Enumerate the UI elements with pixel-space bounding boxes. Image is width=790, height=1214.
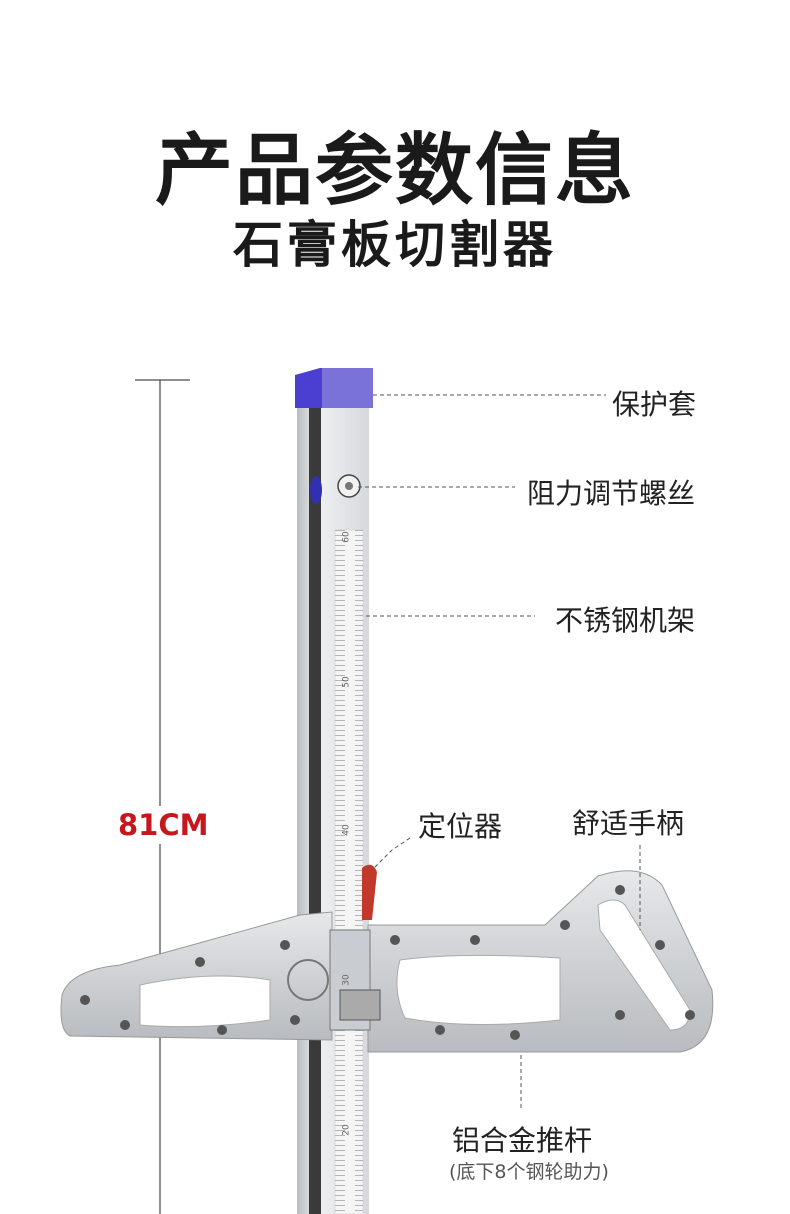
page-title: 产品参数信息 — [154, 126, 635, 216]
product-name: 石膏板切割器 — [233, 216, 557, 274]
dimension-line — [135, 379, 190, 1214]
locator-lever-icon — [362, 864, 377, 920]
height-dimension: 81CM — [118, 806, 209, 844]
ruler-mark: 40 — [341, 824, 352, 836]
ruler-mark: 30 — [341, 974, 352, 986]
callout-push-rod: 铝合金推杆 — [452, 1124, 593, 1157]
callout-screw: 阻力调节螺丝 — [527, 477, 696, 510]
callout-push-rod-note: (底下8个钢轮助力) — [449, 1161, 609, 1183]
aluminum-push-handle[interactable] — [60, 870, 714, 1053]
protective-cap — [295, 368, 373, 408]
ruler-scale — [335, 530, 363, 1214]
callout-frame: 不锈钢机架 — [555, 604, 696, 637]
callout-locator: 定位器 — [418, 810, 503, 843]
ruler-mark: 60 — [341, 531, 352, 543]
callout-cap: 保护套 — [612, 388, 697, 421]
locator-clamp[interactable] — [329, 864, 381, 1031]
callout-handle: 舒适手柄 — [572, 807, 685, 840]
ruler-mark: 50 — [341, 676, 352, 688]
ruler-mark: 20 — [341, 1124, 352, 1136]
callout-lines — [358, 394, 641, 1110]
steel-frame — [297, 400, 369, 1214]
resistance-screw[interactable] — [337, 474, 361, 498]
